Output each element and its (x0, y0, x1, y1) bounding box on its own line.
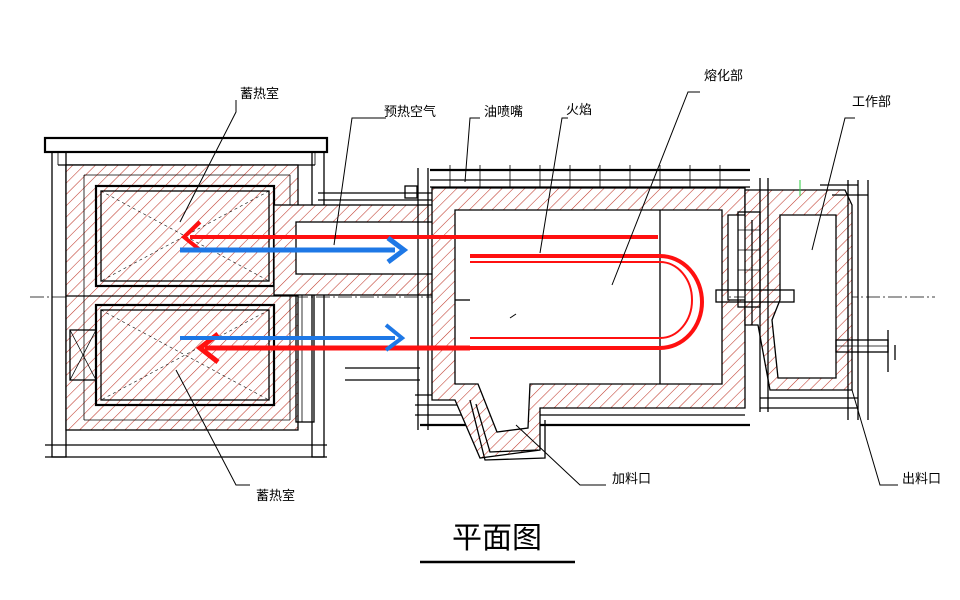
label-flame: 火焰 (566, 103, 592, 118)
label-regenerator-top: 蓄热室 (240, 86, 279, 102)
plan-title: 平面图 (452, 521, 542, 556)
leader-lines (175, 91, 898, 486)
flame-path-inner (470, 261, 693, 339)
label-melting: 熔化部 (704, 69, 743, 84)
label-charging: 加料口 (612, 472, 651, 487)
working-end (715, 178, 896, 420)
label-discharge: 出料口 (902, 472, 941, 487)
blue-arrow-right-icon-bottom (384, 323, 406, 352)
label-regenerator-bottom: 蓄热室 (256, 488, 295, 504)
label-burner: 油喷嘴 (484, 105, 523, 120)
blue-arrow-right-icon (386, 236, 409, 264)
port-neck (273, 185, 440, 296)
label-working: 工作部 (852, 95, 891, 110)
regenerator-block (43, 136, 329, 458)
flame-path (400, 254, 704, 350)
label-preheat-air: 预热空气 (384, 104, 436, 120)
red-arrow-left-icon (180, 220, 202, 252)
